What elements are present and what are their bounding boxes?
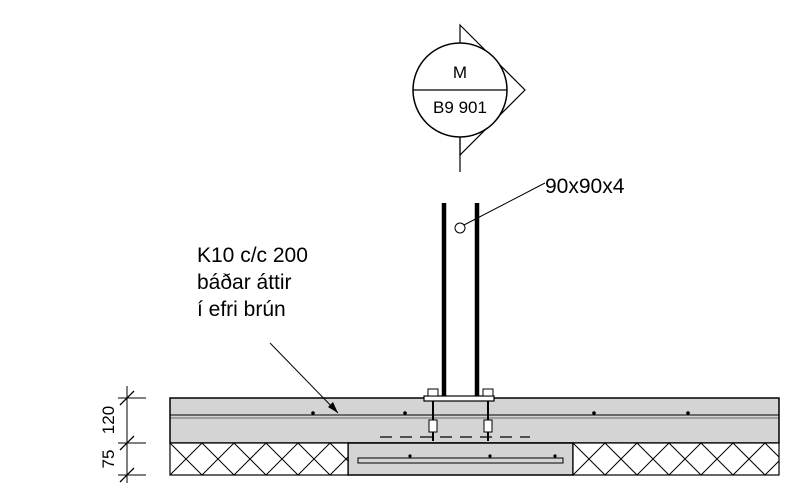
base-plate — [423, 395, 495, 402]
rebar-note-line1: K10 c/c 200 — [197, 244, 308, 267]
insulation-left — [169, 442, 349, 476]
section-marker: M B9 901 — [412, 23, 526, 172]
anchor-bolt-right — [482, 388, 494, 441]
slab-body — [169, 397, 780, 444]
dimension-tick — [119, 435, 135, 451]
concrete-slab — [169, 397, 780, 476]
dimension-tick — [119, 390, 135, 406]
dimension-lower: 75 — [99, 450, 118, 469]
rebar-dot — [311, 411, 315, 415]
rebar-note-leader — [269, 342, 339, 414]
dimension-tick — [119, 467, 135, 483]
profile-label: 90x90x4 — [545, 175, 625, 198]
rebar-note-line3: í efri brún — [197, 298, 286, 321]
slab-thickening — [347, 442, 574, 476]
rebar-dot — [403, 411, 407, 415]
section-marker-reference: B9 901 — [433, 98, 487, 117]
rebar-dot — [592, 411, 596, 415]
column-centre-marker — [454, 222, 466, 234]
dimension-upper: 120 — [99, 406, 118, 434]
dimension-chain: 120 75 — [99, 386, 146, 483]
anchor-bolt-left — [427, 388, 439, 441]
base-plate-assembly — [423, 388, 495, 441]
pad-bottom-bar — [357, 457, 564, 464]
section-marker-letter: M — [453, 63, 467, 82]
profile-callout: 90x90x4 — [463, 175, 625, 226]
rebar-note: K10 c/c 200 báðar áttir í efri brún — [197, 244, 339, 414]
rebar-dot — [408, 454, 412, 458]
rebar-dots — [311, 411, 690, 458]
rebar-dot — [686, 411, 690, 415]
insulation-right — [572, 442, 780, 476]
rebar-dot — [488, 454, 492, 458]
rebar-note-arrowhead — [328, 402, 338, 413]
steel-column — [441, 203, 480, 397]
rebar-dot — [553, 454, 557, 458]
profile-leader — [463, 182, 546, 226]
rebar-note-line2: báðar áttir — [197, 271, 292, 294]
